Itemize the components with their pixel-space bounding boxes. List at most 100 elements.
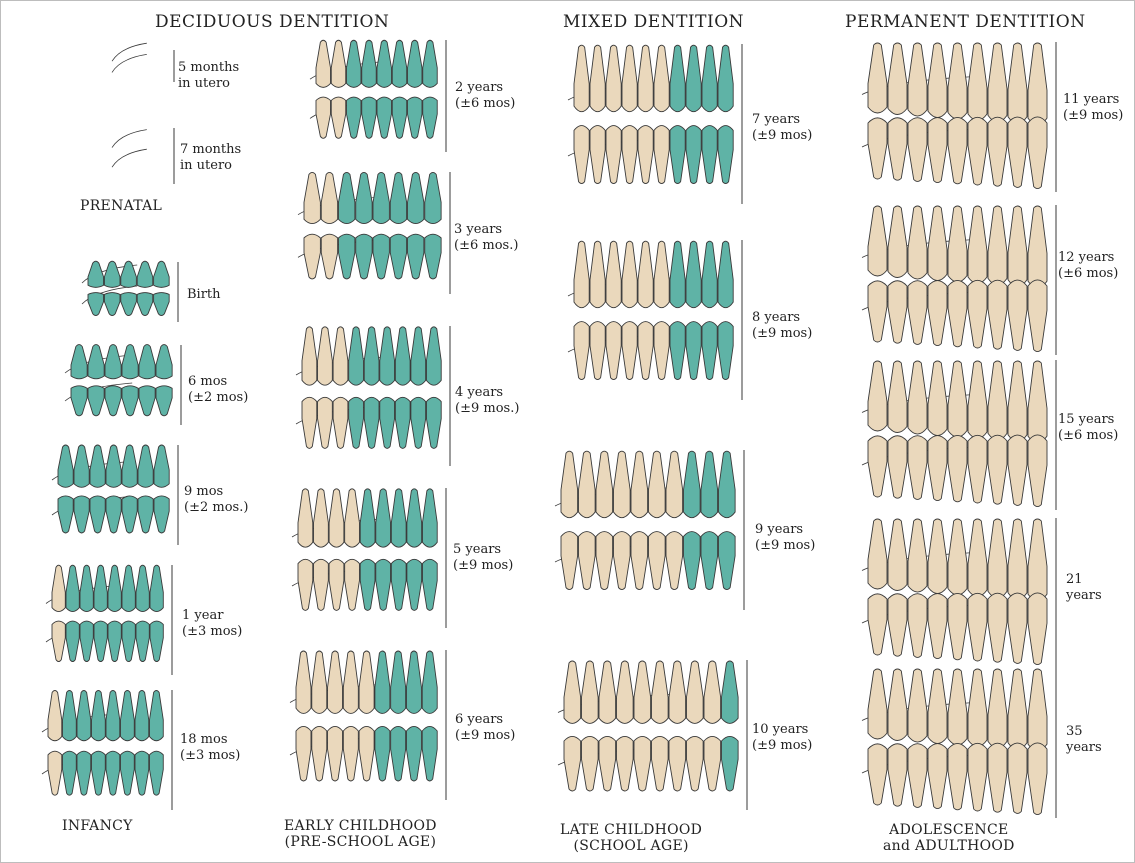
tooth-shape (94, 621, 107, 662)
tooth-shape (574, 322, 589, 380)
tooth-shape (1028, 519, 1047, 601)
tooth-shape (606, 322, 621, 380)
tooth-shape (948, 669, 967, 745)
header-permanent-dentition: PERMANENT DENTITION (845, 12, 1086, 32)
tooth-shape (149, 751, 163, 795)
tooth-shape (888, 281, 907, 343)
tooth-shape (654, 322, 669, 380)
tooth-shape (606, 241, 621, 307)
tooth-shape (888, 118, 907, 180)
tooth-shape (423, 97, 437, 138)
tooth-shape (719, 451, 736, 517)
tooth-shape (391, 489, 406, 547)
tooth-shape (426, 327, 441, 385)
tooth-shape (360, 559, 375, 610)
tooth-shape (968, 593, 987, 661)
header-mixed-dentition: MIXED DENTITION (563, 12, 744, 32)
tooth-shape (362, 97, 376, 138)
tooth-shape (1008, 593, 1027, 663)
tooth-shape (1008, 519, 1027, 600)
tooth-shape (122, 496, 137, 533)
tooth-shape (649, 451, 666, 517)
tooth-shape (156, 386, 172, 416)
tooth-shape (948, 743, 967, 809)
tooth-shape (407, 559, 422, 610)
tooth-shape (948, 206, 967, 282)
tooth-shape (888, 361, 907, 433)
tooth-shape (392, 97, 406, 138)
tooth-shape (948, 280, 967, 346)
tooth-shape (137, 293, 153, 316)
tooth-shape (122, 621, 135, 662)
tooth-shape (104, 293, 120, 316)
tooth-shape (150, 565, 163, 611)
tooth-shape (106, 445, 121, 487)
tooth-shape (617, 736, 634, 791)
tooth-shape (154, 496, 169, 533)
tooth-shape (868, 436, 887, 497)
tooth-shape (376, 489, 391, 547)
tooth-shape (422, 489, 437, 547)
tooth-shape (328, 726, 343, 781)
tooth-shape (318, 327, 333, 385)
tooth-shape (634, 661, 651, 723)
tooth-shape (373, 234, 389, 279)
tooth-shape (908, 594, 927, 658)
tooth-shape (599, 736, 616, 791)
tooth-shape (333, 397, 348, 448)
tooth-shape (92, 690, 106, 740)
tooth-shape (654, 45, 669, 111)
tooth-shape (356, 172, 372, 223)
tooth-shape (1028, 361, 1047, 443)
tooth-shape (1028, 117, 1047, 189)
tooth-shape (684, 532, 701, 590)
tooth-shape (968, 280, 987, 348)
tooth-shape (373, 172, 389, 223)
tooth-shape (718, 45, 733, 111)
tooth-shape (138, 496, 153, 533)
tooth-shape (888, 436, 907, 498)
tooth-shape (988, 280, 1007, 349)
tooth-shape (318, 397, 333, 448)
tooth-shape (106, 690, 120, 740)
tooth-shape (579, 451, 596, 517)
stage-label-early-childhood: EARLY CHILDHOOD(PRE-SCHOOL AGE) (284, 818, 437, 850)
tooth-shape (407, 97, 421, 138)
tooth-shape (377, 97, 391, 138)
tooth-shape (928, 118, 947, 183)
tooth-shape (406, 726, 421, 781)
tooth-shape (298, 559, 313, 610)
tooth-shape (908, 669, 927, 742)
tooth-shape (868, 281, 887, 342)
tooth-shape (948, 361, 967, 437)
tooth-shape (561, 451, 578, 517)
tooth-shape (316, 40, 330, 87)
tooth-shape (364, 327, 379, 385)
jaw-outline (112, 130, 147, 148)
tooth-shape (666, 451, 683, 517)
tooth-shape (908, 118, 927, 182)
tooth-shape (670, 45, 685, 111)
tooth-shape (423, 40, 437, 87)
tooth-shape (74, 445, 89, 487)
tooth-shape (988, 743, 1007, 812)
tooth-shape (360, 489, 375, 547)
tooth-shape (988, 361, 1007, 440)
tooth-shape (63, 751, 77, 795)
tooth-shape (564, 736, 581, 791)
tooth-shape (948, 519, 967, 595)
tooth-shape (868, 594, 887, 655)
tooth-shape (411, 397, 426, 448)
tooth-shape (80, 621, 93, 662)
tooth-shape (1008, 206, 1027, 287)
tooth-shape (94, 565, 107, 611)
tooth-shape (928, 436, 947, 501)
tooth-shape (888, 669, 907, 741)
tooth-shape (106, 496, 121, 533)
tooth-shape (908, 206, 927, 279)
tooth-shape (298, 489, 313, 547)
age-label-18-mos: 18 mos(±3 mos) (180, 732, 240, 764)
tooth-shape (331, 97, 345, 138)
tooth-shape (154, 293, 170, 316)
tooth-shape (333, 327, 348, 385)
